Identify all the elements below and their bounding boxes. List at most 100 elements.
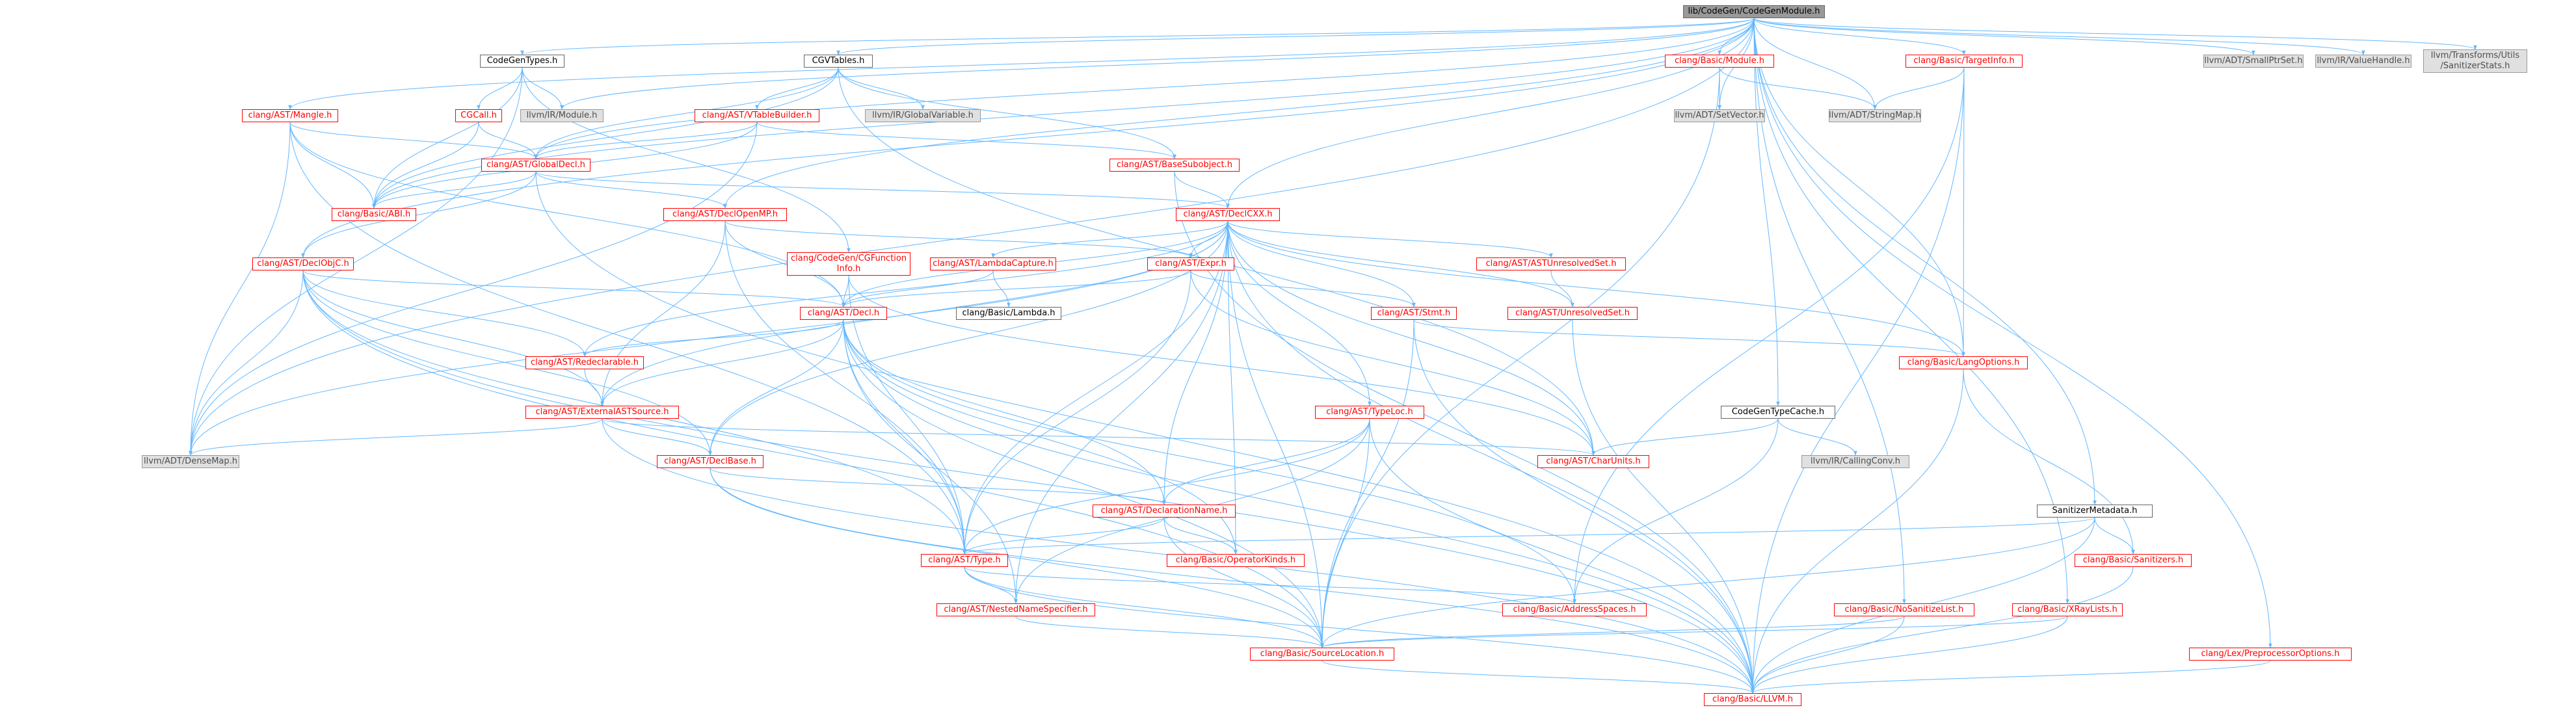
node-codegentypes-h[interactable]: CodeGenTypes.h — [480, 55, 564, 68]
node-sanitizermetadata-h[interactable]: SanitizerMetadata.h — [2037, 505, 2153, 518]
node-stringmap-h[interactable]: llvm/ADT/StringMap.h — [1829, 109, 1921, 122]
node-basic-sanitizers-h[interactable]: clang/Basic/Sanitizers.h — [2075, 554, 2192, 567]
node-basic-operatorkinds-h[interactable]: clang/Basic/OperatorKinds.h — [1167, 554, 1305, 567]
node-basic-xraylists-h[interactable]: clang/Basic/XRayLists.h — [2012, 603, 2123, 616]
edge-ast_basesubobject-to-ast_declcxx — [1174, 171, 1230, 209]
edge-ast_declopenmp-to-ast_expr — [724, 220, 1193, 258]
edge-root-to-basic_targetinfo — [1753, 18, 1966, 55]
node-cgfunctioninfo-h[interactable]: clang/CodeGen/CGFunction Info.h — [787, 252, 910, 276]
node-ast-declarationname-h[interactable]: clang/AST/DeclarationName.h — [1093, 505, 1236, 518]
node-ast-expr-h[interactable]: clang/AST/Expr.h — [1147, 257, 1234, 270]
node-basic-addressspaces-h[interactable]: clang/Basic/AddressSpaces.h — [1502, 603, 1647, 616]
node-ast-declcxx-h[interactable]: clang/AST/DeclCXX.h — [1176, 208, 1280, 221]
edge-sanitizermetadata-to-basic_sanitizers — [2094, 517, 2135, 555]
node-cgvtables-h[interactable]: CGVTables.h — [804, 55, 873, 68]
node-smallptrset-h[interactable]: llvm/ADT/SmallPtrSet.h — [2203, 55, 2304, 68]
edge-ast_decl-to-ast_externalastsource — [600, 319, 844, 406]
edge-basic_nosanitizelist-to-basic_llvm — [1751, 616, 1905, 694]
edge-basic_langoptions-to-basic_sanitizers — [1963, 369, 2135, 555]
node-ast-mangle-h[interactable]: clang/AST/Mangle.h — [242, 109, 338, 122]
edge-ast_typeloc-to-basic_llvm — [1369, 418, 1755, 694]
edge-codegentypes-to-basic_abi — [372, 67, 523, 209]
node-ast-declobjc-h[interactable]: clang/AST/DeclObjC.h — [252, 257, 354, 270]
edge-root-to-ir_module — [560, 18, 1755, 110]
edge-root-to-ast_declcxx — [1226, 18, 1755, 209]
node-ast-lambdacapture-h[interactable]: clang/AST/LambdaCapture.h — [930, 257, 1056, 270]
edge-ast_declobjc-to-basic_sourcelocation — [302, 270, 1324, 648]
edge-root-to-stringmap — [1753, 18, 1877, 110]
edge-lex_preprocessoroptions-to-basic_llvm — [1751, 660, 2271, 694]
node-densemap-h[interactable]: llvm/ADT/DenseMap.h — [142, 455, 239, 468]
edge-basic_sanitizers-to-basic_llvm — [1751, 566, 2134, 694]
node-ast-declbase-h[interactable]: clang/AST/DeclBase.h — [657, 455, 764, 468]
edge-ast_declcxx-to-ast_astunresolvedset — [1227, 220, 1553, 258]
edge-root-to-cgvtables — [836, 18, 1755, 55]
node-codegentypecache-h[interactable]: CodeGenTypeCache.h — [1721, 406, 1835, 419]
edge-ast_globaldecl-to-basic_abi — [372, 171, 537, 209]
node-ast-decl-h[interactable]: clang/AST/Decl.h — [800, 307, 887, 320]
edge-ast_type-to-basic_addressspaces — [964, 566, 1576, 604]
edge-codegentypes-to-cgfunctioninfo — [522, 67, 851, 253]
node-setvector-h[interactable]: llvm/ADT/SetVector.h — [1674, 109, 1765, 122]
edge-ast_expr-to-ast_type — [963, 270, 1191, 555]
edge-ast_externalastsource-to-ast_charunits — [602, 418, 1595, 456]
node-ast-globaldecl-h[interactable]: clang/AST/GlobalDecl.h — [481, 159, 591, 172]
edge-ast_lambdacapture-to-basic_lambda — [992, 270, 1011, 308]
node-lex-preprocessoroptions-h[interactable]: clang/Lex/PreprocessorOptions.h — [2189, 648, 2352, 661]
node-basic-abi-h[interactable]: clang/Basic/ABI.h — [332, 208, 416, 221]
node-codegenmodule-h[interactable]: lib/CodeGen/CodeGenModule.h — [1683, 5, 1825, 18]
node-ast-astunresolvedset-h[interactable]: clang/AST/ASTUnresolvedSet.h — [1476, 257, 1626, 270]
edge-cgfunctioninfo-to-ast_decl — [842, 275, 849, 308]
edge-root-to-ast_mangle — [288, 18, 1755, 110]
node-basic-llvm-h[interactable]: clang/Basic/LLVM.h — [1704, 693, 1801, 706]
edge-ast_vtablebuilder-to-ast_globaldecl — [534, 122, 758, 159]
node-basic-module-h[interactable]: clang/Basic/Module.h — [1665, 55, 1774, 68]
edge-basic_module-to-stringmap — [1719, 67, 1877, 110]
node-basic-langoptions-h[interactable]: clang/Basic/LangOptions.h — [1899, 356, 2028, 369]
node-ast-basesubobject-h[interactable]: clang/AST/BaseSubobject.h — [1109, 159, 1240, 172]
node-valuehandle-h[interactable]: llvm/IR/ValueHandle.h — [2315, 55, 2411, 68]
node-basic-targetinfo-h[interactable]: clang/Basic/TargetInfo.h — [1905, 55, 2023, 68]
node-cgcall-h[interactable]: CGCall.h — [455, 109, 502, 122]
node-ast-redeclarable-h[interactable]: clang/AST/Redeclarable.h — [525, 356, 644, 369]
edge-ast_mangle-to-ast_globaldecl — [289, 122, 538, 159]
edge-ast_mangle-to-densemap — [189, 122, 291, 456]
edge-ast_declarationname-to-basic_sourcelocation — [1163, 517, 1324, 648]
node-basic-nosanitizelist-h[interactable]: clang/Basic/NoSanitizeList.h — [1834, 603, 1974, 616]
edge-ast_vtablebuilder-to-densemap — [189, 122, 758, 456]
edge-root-to-codegentypecache — [1753, 18, 1780, 406]
node-ast-unresolvedset-h[interactable]: clang/AST/UnresolvedSet.h — [1507, 307, 1638, 320]
edge-ast_declopenmp-to-ast_decl — [724, 220, 845, 308]
node-ir-module-h[interactable]: llvm/IR/Module.h — [520, 109, 604, 122]
edge-ast_basesubobject-to-basic_llvm — [1174, 171, 1755, 694]
node-ir-globalvariable-h[interactable]: llvm/IR/GlobalVariable.h — [865, 109, 981, 122]
edge-ast_declopenmp-to-ast_type — [724, 220, 966, 555]
edge-ast_expr-to-ast_charunits — [1190, 270, 1595, 456]
edge-root-to-ast_globaldecl — [534, 18, 1755, 159]
edge-ast_externalastsource-to-ast_declbase — [602, 418, 712, 456]
node-ast-type-h[interactable]: clang/AST/Type.h — [921, 554, 1008, 567]
node-sanitizerstats-h[interactable]: llvm/Transforms/Utils /SanitizerStats.h — [2423, 49, 2527, 73]
edge-ast_mangle-to-ast_type — [289, 122, 966, 555]
node-basic-lambda-h[interactable]: clang/Basic/Lambda.h — [956, 307, 1061, 320]
node-ast-charunits-h[interactable]: clang/AST/CharUnits.h — [1537, 455, 1649, 468]
edge-ast_expr-to-ast_stmt — [1190, 270, 1416, 308]
edge-basic_targetinfo-to-basic_langoptions — [1961, 67, 1965, 357]
edge-ast_declcxx-to-basic_langoptions — [1227, 220, 1965, 357]
edge-sanitizermetadata-to-basic_sourcelocation — [1320, 517, 2095, 648]
edge-basic_xraylists-to-basic_sourcelocation — [1320, 616, 2068, 648]
node-ast-externalastsource-h[interactable]: clang/AST/ExternalASTSource.h — [525, 406, 679, 419]
edge-codegentypes-to-ir_module — [522, 67, 564, 110]
edge-ast_declobjc-to-basic_llvm — [302, 270, 1755, 694]
edge-codegentypes-to-densemap — [189, 67, 523, 456]
node-ast-stmt-h[interactable]: clang/AST/Stmt.h — [1371, 307, 1457, 320]
edge-ast_decl-to-ast_declbase — [708, 319, 844, 456]
node-ir-callingconv-h[interactable]: llvm/IR/CallingConv.h — [1801, 455, 1909, 468]
node-ast-vtablebuilder-h[interactable]: clang/AST/VTableBuilder.h — [695, 109, 819, 122]
edge-ast_declarationname-to-ast_type — [963, 517, 1165, 555]
node-ast-declopenmp-h[interactable]: clang/AST/DeclOpenMP.h — [663, 208, 787, 221]
node-ast-typeloc-h[interactable]: clang/AST/TypeLoc.h — [1315, 406, 1424, 419]
node-basic-sourcelocation-h[interactable]: clang/Basic/SourceLocation.h — [1250, 648, 1394, 661]
node-ast-nestednamespecifier-h[interactable]: clang/AST/NestedNameSpecifier.h — [936, 603, 1095, 616]
edge-codegentypecache-to-basic_addressspaces — [1573, 418, 1779, 604]
